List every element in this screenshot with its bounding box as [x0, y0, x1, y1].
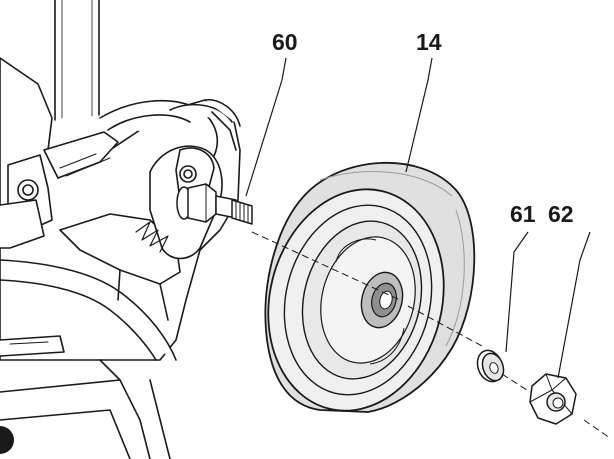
callout-60: 60 [272, 29, 298, 55]
callout-14: 14 [416, 29, 442, 55]
corner-marker [0, 426, 14, 454]
axle-bolt [176, 183, 253, 225]
leader-60 [245, 57, 287, 197]
leader-14 [405, 57, 433, 173]
mower-housing [0, 0, 241, 459]
handle-tube [54, 0, 100, 121]
washer [476, 349, 505, 383]
leader-62 [557, 231, 591, 379]
wheel [264, 162, 476, 413]
assembly-axis [251, 231, 611, 439]
callout-61: 61 [510, 201, 536, 227]
leader-lines [245, 57, 591, 379]
callout-62: 62 [548, 201, 574, 227]
leader-61 [505, 231, 529, 353]
hex-nut [529, 373, 577, 425]
